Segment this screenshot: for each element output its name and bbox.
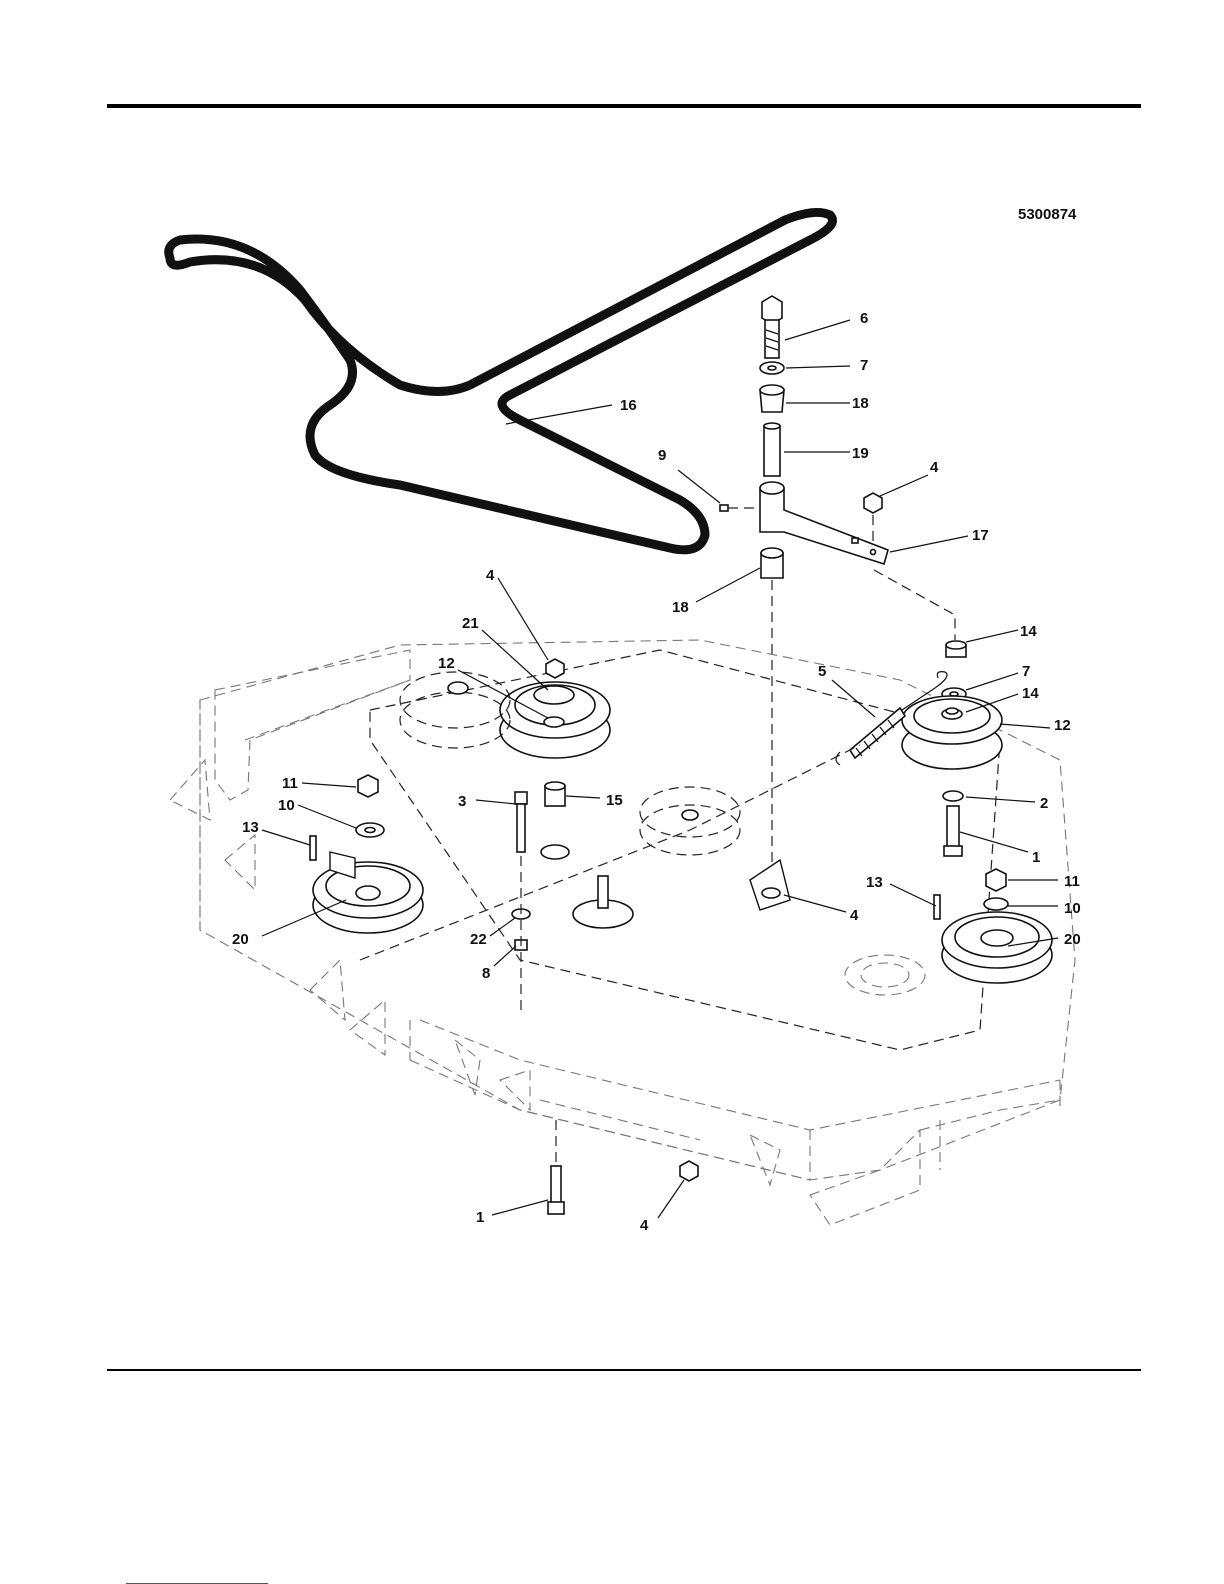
pulley-icon: [400, 672, 510, 748]
callout-3: 3: [458, 793, 466, 810]
callout-4b: 4: [486, 567, 495, 584]
callout-18b: 18: [672, 599, 689, 616]
pin-icon: [310, 836, 316, 860]
callout-4: 4: [930, 459, 939, 476]
washer-icon: [943, 791, 963, 801]
center-line: [874, 570, 955, 640]
spacer-tube-icon: [764, 423, 780, 476]
callout-1b: 1: [476, 1209, 484, 1226]
callout-14: 14: [1020, 623, 1037, 640]
washer-icon: [760, 362, 784, 374]
callout-11: 11: [282, 775, 298, 792]
callout-7: 7: [860, 357, 868, 374]
callout-13: 13: [242, 819, 259, 836]
callout-19: 19: [852, 445, 869, 462]
callout-4c: 4: [850, 907, 859, 924]
callout-9: 9: [658, 447, 666, 464]
callout-21: 21: [462, 615, 479, 632]
washer-icon: [541, 845, 569, 859]
callout-12b: 12: [1054, 717, 1071, 734]
bushing-icon: [946, 641, 966, 657]
callout-2: 2: [1040, 795, 1048, 812]
washer-icon: [984, 898, 1008, 910]
bushing-icon: [761, 548, 783, 578]
washer-icon: [356, 823, 384, 837]
bolt-icon: [548, 1166, 564, 1214]
bushing-icon: [760, 385, 784, 412]
callout-15: 15: [606, 792, 623, 809]
callout-18: 18: [852, 395, 869, 412]
pulley-icon: [640, 787, 740, 855]
bolt-icon: [944, 806, 962, 856]
pulley-icon: [500, 682, 610, 758]
callout-4d: 4: [640, 1217, 649, 1234]
drive-belt-icon: [169, 212, 833, 549]
nut-icon: [358, 775, 378, 797]
callout-10: 10: [278, 797, 295, 814]
grease-fitting-icon: [720, 505, 758, 511]
callout-6: 6: [860, 310, 868, 327]
callout-20: 20: [232, 931, 249, 948]
nut-icon: [546, 659, 564, 678]
nut-icon: [986, 869, 1006, 891]
bolt-icon: [515, 792, 527, 852]
callout-5: 5: [818, 663, 826, 680]
pulley-icon: [902, 696, 1002, 769]
spindle-icon: [573, 876, 633, 928]
callout-13b: 13: [866, 874, 883, 891]
nut-icon: [762, 888, 780, 898]
callout-11b: 11: [1064, 873, 1080, 890]
bracket-icon: [750, 860, 790, 910]
pulley-icon: [313, 862, 423, 933]
callout-12: 12: [438, 655, 455, 672]
pin-icon: [934, 895, 940, 919]
callout-14b: 14: [1022, 685, 1039, 702]
callout-20b: 20: [1064, 931, 1081, 948]
callout-1: 1: [1032, 849, 1040, 866]
bushing-icon: [545, 782, 565, 806]
pulley-icon: [942, 912, 1052, 983]
bolt-icon: [762, 296, 782, 358]
nut-icon: [680, 1161, 698, 1181]
callout-22: 22: [470, 931, 487, 948]
callout-10b: 10: [1064, 900, 1081, 917]
callouts: 16 6 7 18 19 9 4 17 18 4 21 12 5 14 7 14…: [232, 310, 1081, 1234]
nut-icon: [864, 493, 882, 545]
callout-16: 16: [620, 397, 637, 414]
callout-8: 8: [482, 965, 490, 982]
callout-17: 17: [972, 527, 989, 544]
callout-7b: 7: [1022, 663, 1030, 680]
